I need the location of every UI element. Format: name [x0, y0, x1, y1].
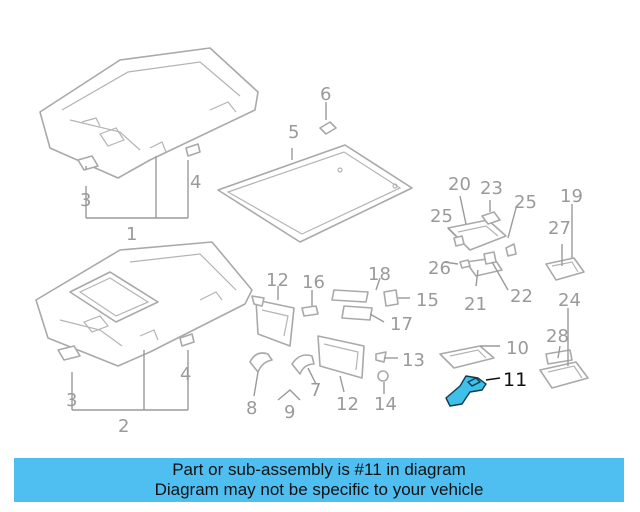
- lamp-bulb: [481, 211, 501, 225]
- grab-handle-upper-right: [185, 143, 201, 157]
- assist-handle-left: [249, 352, 273, 373]
- callout-15: 15: [416, 290, 439, 311]
- grab-handle-lower-left: [57, 345, 81, 361]
- assist-handle-right: [291, 354, 315, 375]
- callout-9: 9: [284, 402, 295, 423]
- cap: [377, 370, 389, 382]
- callout-19: 19: [560, 186, 583, 207]
- callout-14: 14: [374, 394, 397, 415]
- callout-1: 1: [126, 224, 137, 245]
- callout-13: 13: [402, 350, 425, 371]
- callout-20: 20: [448, 174, 471, 195]
- callout-28: 28: [546, 326, 569, 347]
- info-banner: Part or sub-assembly is #11 in diagram D…: [14, 458, 624, 502]
- banner-line-1: Part or sub-assembly is #11 in diagram: [172, 460, 466, 479]
- callout-17: 17: [390, 314, 413, 335]
- callout-24: 24: [558, 290, 581, 311]
- headliner-lower: [35, 241, 253, 367]
- banner-line-2: Diagram may not be specific to your vehi…: [154, 480, 484, 499]
- callout-4-lower: 4: [180, 364, 191, 385]
- grab-handle-lower-right: [179, 333, 195, 347]
- callout-11: 11: [503, 369, 527, 391]
- sun-visor-left: [251, 295, 295, 347]
- dome-lamp-upper: [545, 257, 585, 281]
- callout-7: 7: [310, 380, 321, 401]
- lamp-clip: [459, 259, 471, 269]
- hook: [383, 289, 399, 307]
- callouts: 1 2 3 3 4 4 5 6 7 8 9 10 11 12 12 13 14 …: [66, 84, 583, 437]
- callout-27: 27: [548, 218, 571, 239]
- callout-12-right: 12: [336, 394, 359, 415]
- highlighted-part-11: [445, 375, 487, 407]
- visor-clip: [301, 305, 319, 317]
- headliner-upper: [39, 47, 259, 179]
- callout-4-upper: 4: [190, 172, 201, 193]
- grab-handle-upper-left: [77, 155, 99, 171]
- callout-16: 16: [302, 272, 325, 293]
- leader-lines: [71, 102, 573, 411]
- callout-8: 8: [246, 398, 257, 419]
- callout-2: 2: [118, 416, 129, 437]
- callout-5: 5: [288, 122, 299, 143]
- callout-3-upper: 3: [80, 190, 91, 211]
- headliner-panel: [217, 144, 413, 243]
- sun-visor-right: [317, 335, 365, 379]
- callout-18: 18: [368, 264, 391, 285]
- callout-12-left: 12: [266, 270, 289, 291]
- parts-diagram: 1 2 3 3 4 4 5 6 7 8 9 10 11 12 12 13 14 …: [35, 47, 589, 437]
- callout-6: 6: [320, 84, 331, 105]
- lamp-lens: [545, 349, 573, 365]
- reading-lamp: [439, 345, 495, 369]
- callout-26: 26: [428, 258, 451, 279]
- lamp-bracket: [465, 257, 503, 277]
- callout-22: 22: [510, 286, 533, 307]
- lamp-screw-left: [453, 235, 465, 247]
- callout-25-left: 25: [430, 206, 453, 227]
- screw: [375, 351, 387, 363]
- callout-3-lower: 3: [66, 390, 77, 411]
- vanity-mirror: [331, 289, 373, 321]
- lamp-screw-right: [505, 243, 517, 257]
- retainer-clip: [319, 121, 337, 135]
- callout-10: 10: [506, 338, 529, 359]
- callout-21: 21: [464, 294, 487, 315]
- dome-lamp-lower: [539, 361, 589, 389]
- callout-25-right: 25: [514, 192, 537, 213]
- lamp-socket: [483, 251, 497, 265]
- callout-23: 23: [480, 178, 503, 199]
